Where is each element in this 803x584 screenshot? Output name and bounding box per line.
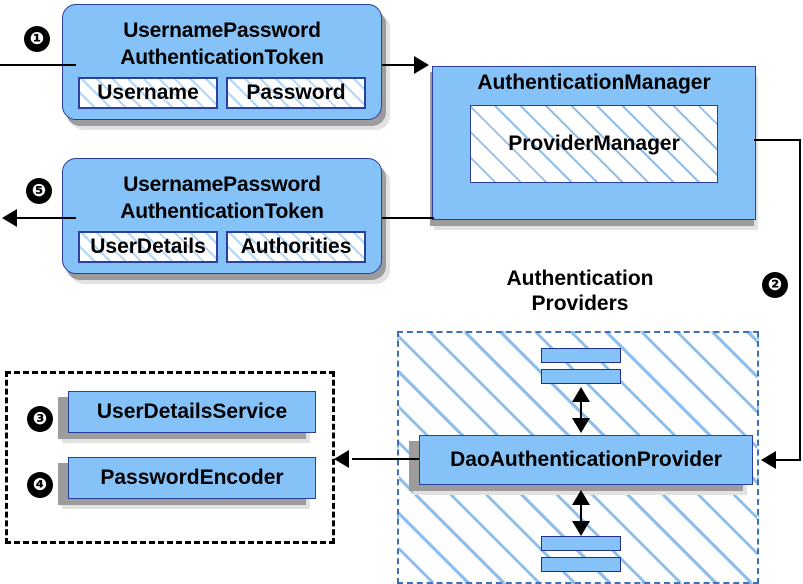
collaborators-group xyxy=(5,371,335,544)
token-to-manager-arrowhead xyxy=(414,56,429,74)
token-slot-password[interactable]: Password xyxy=(226,76,366,109)
token-to-manager-line xyxy=(382,64,418,66)
step-marker-1: ❶ xyxy=(24,26,50,52)
response-token-slots: UserDetails Authorities xyxy=(78,230,366,263)
response-line xyxy=(16,217,76,219)
authentication-manager-title: AuthenticationManager xyxy=(477,71,711,94)
manager-down-line xyxy=(799,139,801,461)
token-slot-username[interactable]: Username xyxy=(78,76,218,109)
dao-bottom-arrowhead-up xyxy=(572,490,590,505)
dao-bottom-arrowhead-down xyxy=(572,521,590,536)
step-marker-4: ❹ xyxy=(27,472,53,498)
into-dao-provider-arrowhead xyxy=(761,451,776,469)
dao-to-collaborators-arrowhead xyxy=(334,450,349,468)
user-details-service[interactable]: UserDetailsService xyxy=(68,391,316,433)
manager-right-line xyxy=(754,139,801,141)
password-encoder[interactable]: PasswordEncoder xyxy=(68,457,316,499)
provider-bar-top-1[interactable] xyxy=(541,348,621,363)
response-arrowhead xyxy=(2,209,17,227)
authentication-providers-title: Authentication Providers xyxy=(506,267,654,315)
step-marker-2: ❷ xyxy=(762,272,788,298)
dao-top-arrowhead-down xyxy=(572,418,590,433)
provider-bar-top-2[interactable] xyxy=(541,369,621,384)
dao-bottom-connector-line xyxy=(580,493,582,531)
dao-authentication-provider[interactable]: DaoAuthenticationProvider xyxy=(419,435,753,485)
manager-to-response-token-line xyxy=(382,217,434,219)
token-slot-authorities[interactable]: Authorities xyxy=(226,230,366,263)
incoming-request-line xyxy=(0,64,76,66)
step-marker-3: ❸ xyxy=(27,406,53,432)
authentication-manager[interactable]: AuthenticationManager ProviderManager xyxy=(432,66,756,220)
token-slot-user-details[interactable]: UserDetails xyxy=(78,230,218,263)
request-token-slots: Username Password xyxy=(78,76,366,109)
into-dao-provider-line xyxy=(775,459,801,461)
username-password-authentication-token-request[interactable]: UsernamePassword AuthenticationToken Use… xyxy=(62,4,382,120)
provider-bar-bottom-2[interactable] xyxy=(541,557,621,572)
dao-top-connector-line xyxy=(580,390,582,428)
response-token-title: UsernamePassword AuthenticationToken xyxy=(120,172,324,223)
request-token-title: UsernamePassword AuthenticationToken xyxy=(120,18,324,69)
provider-bar-bottom-1[interactable] xyxy=(541,536,621,551)
dao-to-collaborators-line xyxy=(352,458,419,460)
username-password-authentication-token-response[interactable]: UsernamePassword AuthenticationToken Use… xyxy=(62,158,382,274)
provider-manager[interactable]: ProviderManager xyxy=(470,105,718,183)
dao-top-arrowhead-up xyxy=(572,387,590,402)
step-marker-5: ❺ xyxy=(26,178,52,204)
